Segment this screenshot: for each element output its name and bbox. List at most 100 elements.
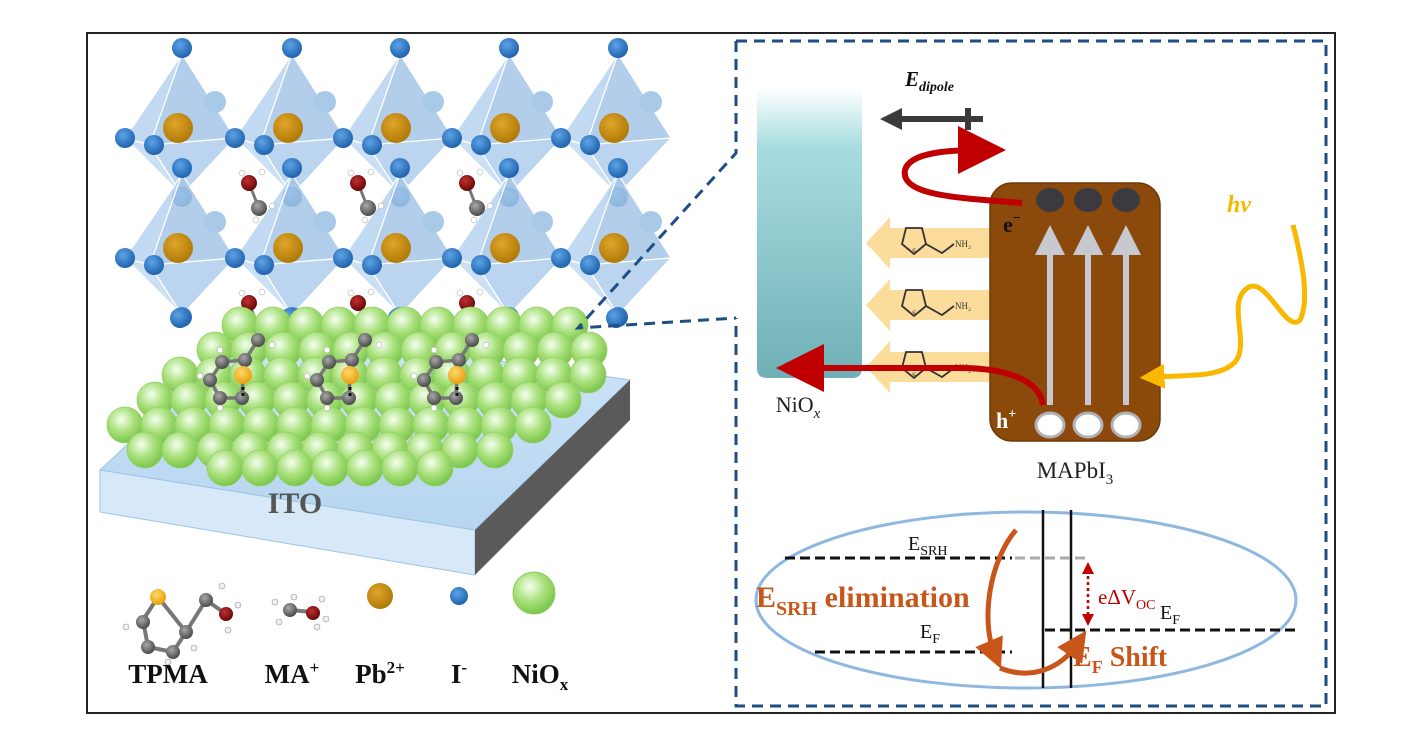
niox-sphere — [544, 381, 582, 419]
iodide-atom — [499, 38, 519, 58]
hydrogen-atom — [238, 169, 246, 177]
electron-hole-pair — [1110, 188, 1142, 439]
octahedron-face — [148, 137, 237, 196]
sulfur-label: S — [912, 247, 916, 256]
hydrogen-atom — [238, 289, 246, 297]
octahedron — [115, 38, 237, 207]
hole — [1110, 411, 1142, 439]
iodide-back-atom — [204, 211, 226, 233]
legend-tpma-icon — [122, 582, 242, 666]
carbon-atom — [235, 391, 249, 405]
dipole-arrow-shape — [866, 217, 990, 269]
octahedron — [333, 38, 455, 207]
methylene-chain — [925, 305, 955, 317]
iodide-atom — [362, 255, 382, 275]
hydrogen-atom — [216, 346, 224, 354]
iodide-back-atom — [422, 91, 444, 113]
lead-atom — [490, 113, 520, 143]
iodide-atom — [499, 158, 519, 178]
legend-pb-label: Pb2+ — [355, 658, 405, 689]
iodide-atom — [282, 158, 302, 178]
thiophene-ring — [900, 227, 928, 256]
esrh-elimination-label: ESRH elimination — [756, 581, 970, 620]
electron — [1112, 188, 1140, 212]
hole — [1072, 411, 1104, 439]
carbon-atom — [310, 373, 324, 387]
ma-cation — [347, 168, 385, 224]
hydrogen-atom — [361, 216, 369, 224]
octahedron — [225, 38, 347, 207]
voc-double-arrow — [1082, 562, 1094, 626]
iodide-atom — [115, 128, 135, 148]
photon-label: hν — [1227, 192, 1251, 218]
esrh-label: ESRH — [908, 533, 947, 559]
niox-sphere — [241, 449, 279, 487]
iodide-atom — [254, 255, 274, 275]
carbon-atom — [360, 200, 376, 216]
carbon-atom — [251, 333, 265, 347]
iodide-atom — [282, 38, 302, 58]
octahedron-face — [475, 257, 564, 316]
hydrogen-atom — [323, 404, 331, 412]
hydrogen-atom — [430, 404, 438, 412]
nitrogen-atom — [459, 175, 475, 191]
carbon-atom — [342, 391, 356, 405]
ito-side-face — [475, 380, 630, 575]
octahedron-face — [258, 137, 347, 196]
left-panel: ITO — [98, 38, 673, 694]
carbon-atom — [238, 353, 252, 367]
hydrogen-atom — [196, 372, 204, 380]
hydrogen-atom — [476, 168, 484, 176]
octahedron-face — [148, 257, 237, 316]
lead-atom — [599, 233, 629, 263]
iodide-atom — [225, 248, 245, 268]
legend-ma-label: MA+ — [265, 658, 320, 689]
niox-sphere — [416, 449, 454, 487]
carrier-pairs — [1034, 188, 1142, 439]
hydrogen-atom — [430, 346, 438, 354]
iodide-atom — [471, 135, 491, 155]
octahedron-face — [475, 137, 564, 196]
ma-cation — [238, 168, 276, 224]
iodide-atom — [254, 135, 274, 155]
iodide-back-atom — [640, 211, 662, 233]
iodide-atom — [606, 308, 626, 328]
iodide-atom — [333, 128, 353, 148]
dipole-label: Edipole — [904, 67, 954, 95]
tpma-molecule — [303, 333, 383, 412]
iodide-atom — [172, 158, 192, 178]
octahedron-face — [366, 137, 455, 196]
hydrogen-atom — [456, 169, 464, 177]
ito-label: ITO — [268, 487, 322, 520]
hydrogen-atom — [258, 168, 266, 176]
zoom-connector — [574, 41, 738, 330]
iodide-back-atom — [422, 211, 444, 233]
methylene-chain — [925, 243, 955, 255]
niox-sphere — [161, 431, 199, 469]
hydrogen-atom — [268, 341, 276, 349]
carbon-atom — [215, 355, 229, 369]
tpma-molecule — [196, 333, 276, 412]
hydrogen-atom — [456, 289, 464, 297]
niox-sphere — [476, 431, 514, 469]
niox-sphere — [276, 449, 314, 487]
iodide-atom — [172, 38, 192, 58]
iodide-back-atom — [314, 211, 336, 233]
sulfur-atom — [448, 366, 466, 384]
electron — [1036, 188, 1064, 212]
legend: TPMA MA+ Pb2+ I- NiOx — [122, 571, 569, 694]
carbon-atom — [449, 391, 463, 405]
iodide-atom — [225, 128, 245, 148]
octahedron-face — [258, 257, 347, 316]
octahedron-face — [584, 257, 673, 316]
carbon-atom — [469, 200, 485, 216]
band-ellipse — [754, 510, 1298, 690]
lead-atom — [381, 233, 411, 263]
octahedron — [442, 38, 564, 207]
iodide-atom — [442, 128, 462, 148]
legend-tpma-label: TPMA — [128, 659, 208, 689]
iodide-atom — [390, 158, 410, 178]
hydrogen-atom — [367, 168, 375, 176]
